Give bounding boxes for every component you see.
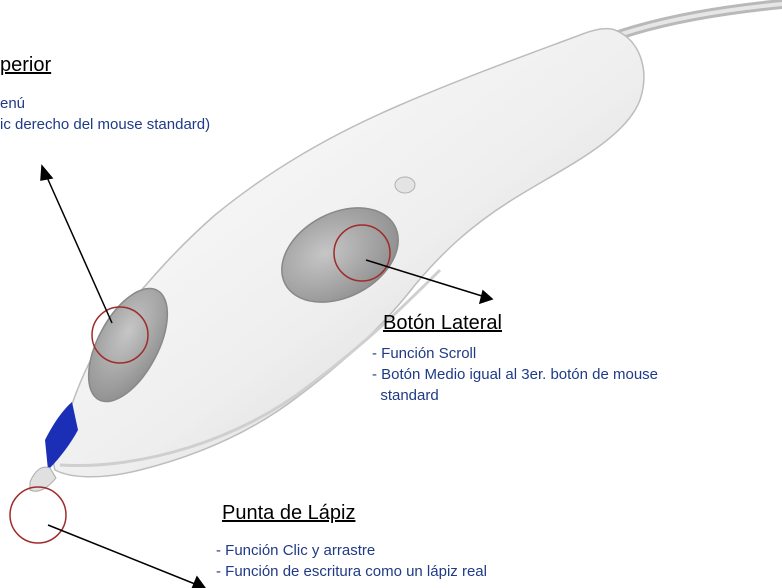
description-line: - Botón Medio igual al 3er. botón de mou… bbox=[372, 364, 658, 385]
description-line: standard bbox=[372, 385, 658, 406]
top-button-description: enú ic derecho del mouse standard) bbox=[0, 93, 210, 135]
side-button-heading: Botón Lateral bbox=[383, 312, 502, 335]
pen-cable bbox=[610, 4, 782, 38]
arrow-top bbox=[46, 175, 112, 323]
description-line: ic derecho del mouse standard) bbox=[0, 114, 210, 135]
description-line: enú bbox=[0, 93, 210, 114]
pen-tip-description: - Función Clic y arrastre - Función de e… bbox=[216, 540, 487, 582]
description-line: - Función Scroll bbox=[372, 343, 658, 364]
pen-tip-heading: Punta de Lápiz bbox=[222, 502, 355, 525]
side-button-description: - Función Scroll - Botón Medio igual al … bbox=[372, 343, 658, 406]
arrow-tip bbox=[48, 525, 195, 584]
callout-circle-tip bbox=[10, 487, 66, 543]
description-line: - Función de escritura como un lápiz rea… bbox=[216, 561, 487, 582]
top-button-heading: perior bbox=[0, 54, 51, 77]
description-line: - Función Clic y arrastre bbox=[216, 540, 487, 561]
small-round-button bbox=[395, 177, 415, 193]
